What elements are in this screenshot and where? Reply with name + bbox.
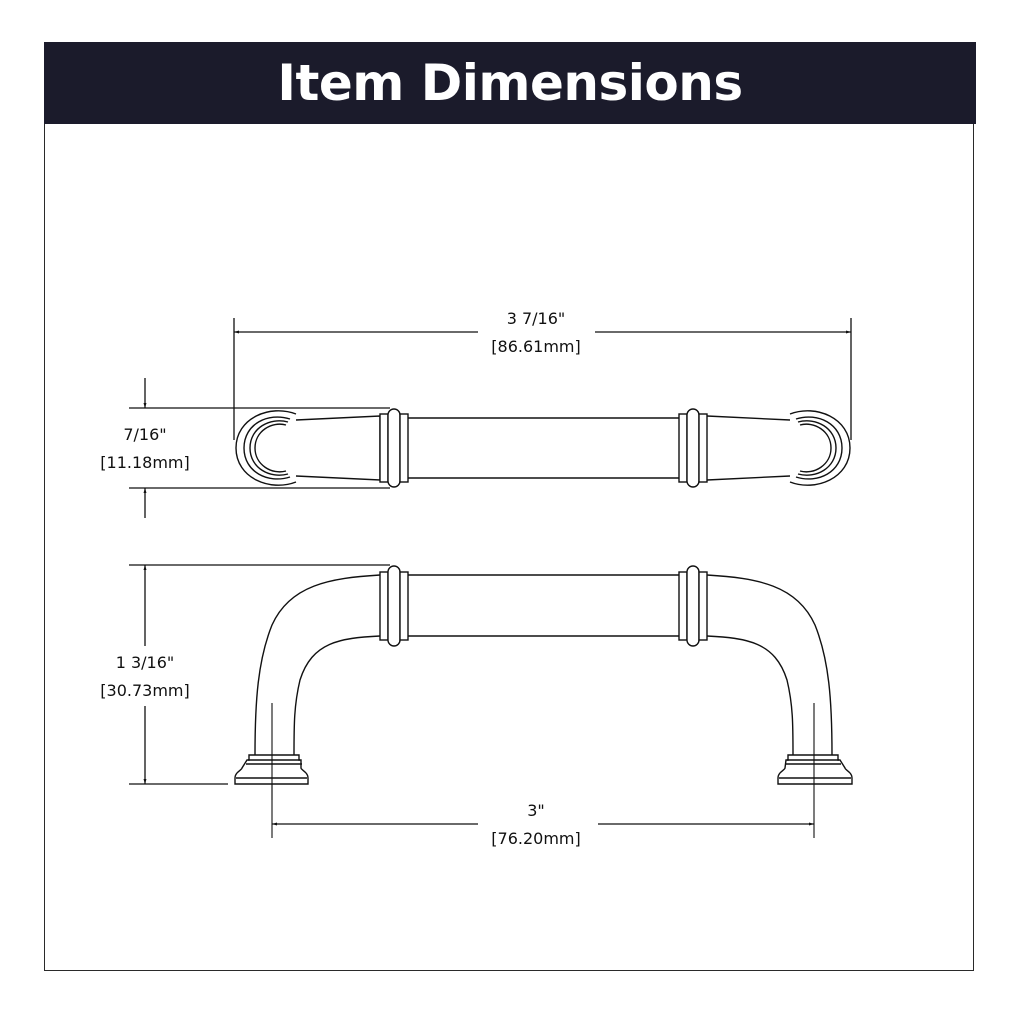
page-title: Item Dimensions	[277, 54, 743, 112]
width-dimension	[129, 378, 390, 518]
projection-dimension	[129, 564, 390, 785]
overall-length-dimension	[233, 318, 852, 440]
width-metric: [11.18mm]	[100, 453, 189, 472]
right-end-cap-outer	[789, 410, 851, 486]
side-view-handle	[234, 565, 853, 838]
projection-imperial: 1 3/16"	[116, 653, 175, 672]
diagram-frame	[44, 42, 974, 971]
width-imperial: 7/16"	[123, 425, 166, 444]
projection-metric: [30.73mm]	[100, 681, 189, 700]
center-to-center-imperial: 3"	[527, 801, 545, 820]
left-end-cap-outer	[235, 410, 297, 486]
overall-length-metric: [86.61mm]	[491, 337, 580, 356]
overall-length-imperial: 3 7/16"	[507, 309, 566, 328]
center-to-center-metric: [76.20mm]	[491, 829, 580, 848]
title-banner: Item Dimensions	[44, 42, 976, 124]
top-view-handle	[235, 408, 851, 488]
